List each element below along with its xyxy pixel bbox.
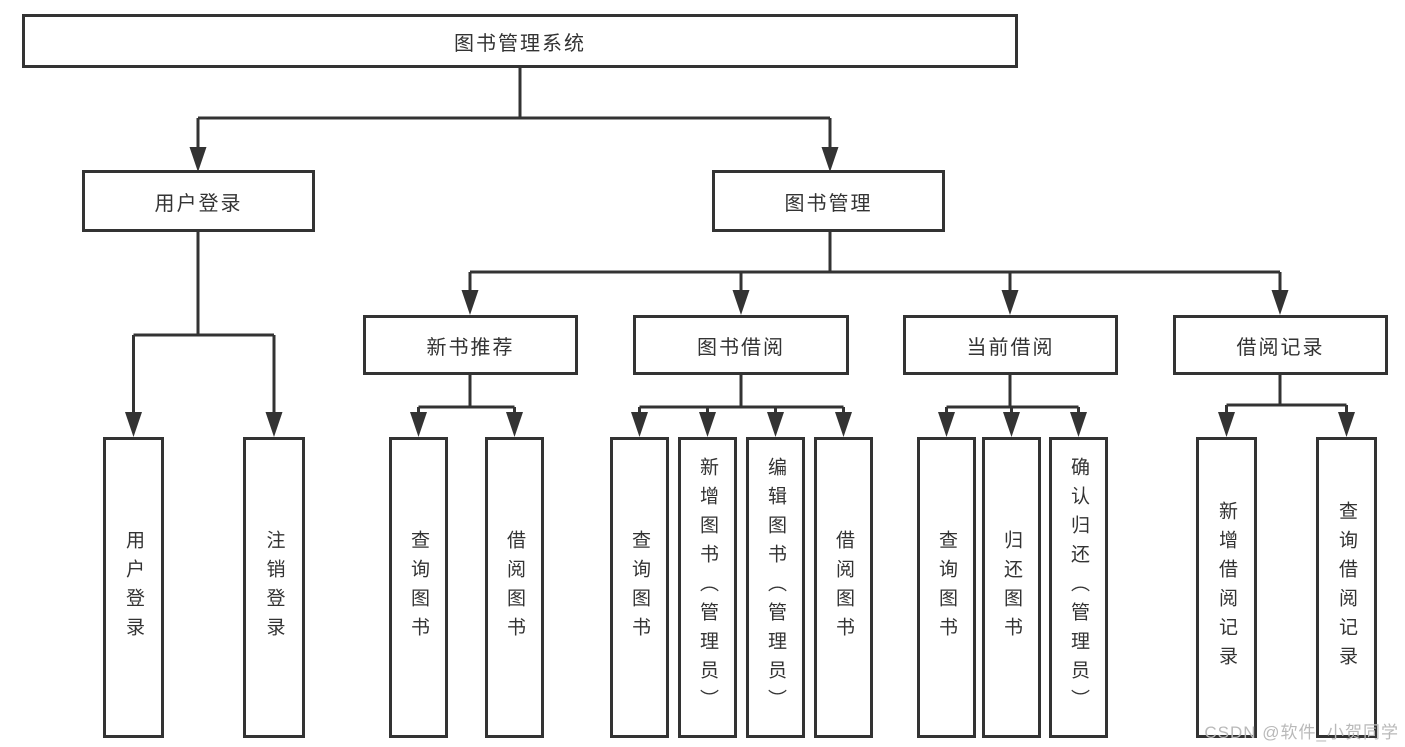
- csdn-watermark: CSDN @软件_小贺同学: [1204, 723, 1399, 742]
- leaf-query-books-current: 查询图书: [917, 437, 976, 738]
- leaf-borrow-books-recommend: 借阅图书: [485, 437, 544, 738]
- leaf-borrow-books-borrowing: 借阅图书: [814, 437, 873, 738]
- leaf-return-books: 归还图书: [982, 437, 1041, 738]
- node-current-borrowing: 当前借阅: [903, 315, 1118, 375]
- node-new-book-recommend: 新书推荐: [363, 315, 578, 375]
- leaf-confirm-return-admin: 确认归还（管理员）: [1049, 437, 1108, 738]
- node-root: 图书管理系统: [22, 14, 1018, 68]
- node-book-borrowing: 图书借阅: [633, 315, 849, 375]
- leaf-query-borrow-record: 查询借阅记录: [1316, 437, 1377, 738]
- node-borrowing-records: 借阅记录: [1173, 315, 1388, 375]
- leaf-add-books-admin: 新增图书（管理员）: [678, 437, 737, 738]
- leaf-edit-books-admin: 编辑图书（管理员）: [746, 437, 805, 738]
- leaf-query-books-borrowing: 查询图书: [610, 437, 669, 738]
- node-user-login: 用户登录: [82, 170, 315, 232]
- node-book-management: 图书管理: [712, 170, 945, 232]
- leaf-query-books-recommend: 查询图书: [389, 437, 448, 738]
- leaf-logout-login: 注销登录: [243, 437, 305, 738]
- leaf-user-login: 用户登录: [103, 437, 164, 738]
- leaf-add-borrow-record: 新增借阅记录: [1196, 437, 1257, 738]
